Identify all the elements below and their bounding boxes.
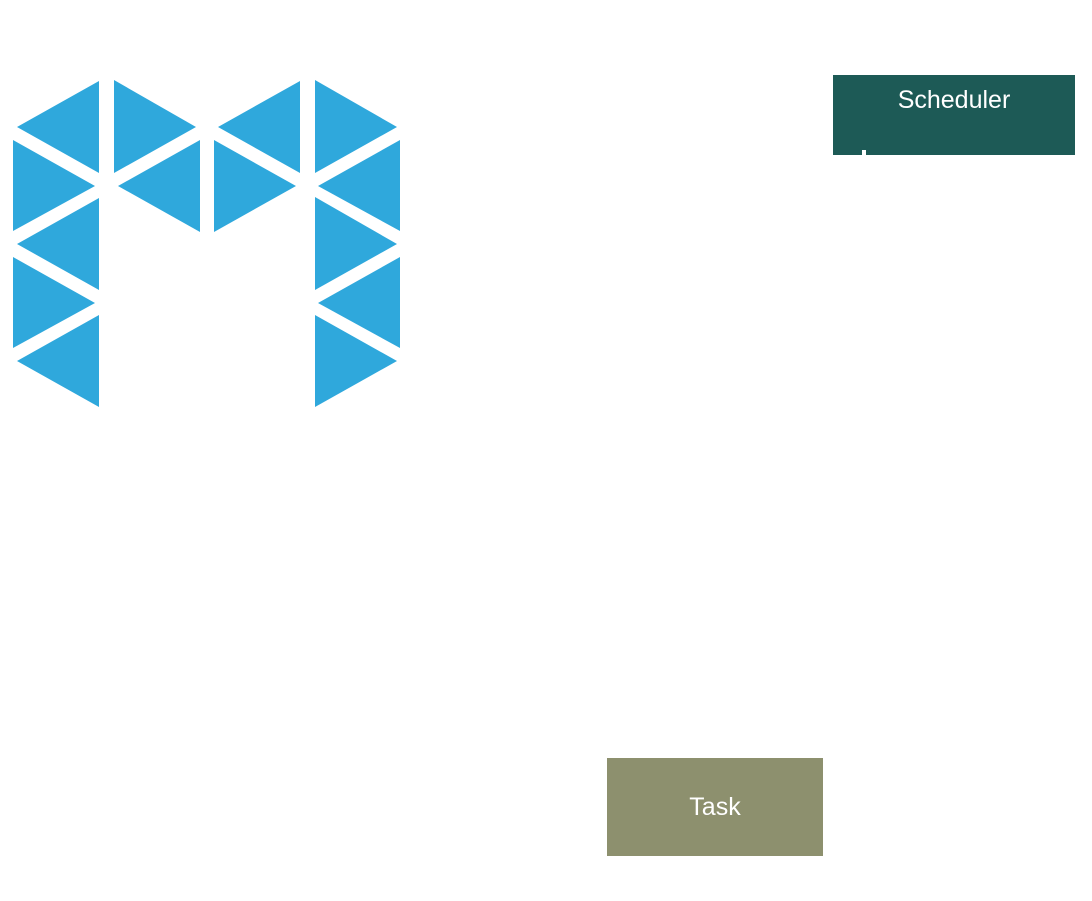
logo-triangle bbox=[315, 197, 397, 290]
logo-triangle bbox=[214, 140, 296, 232]
task-node[interactable]: Task bbox=[607, 758, 823, 856]
logo-triangle bbox=[118, 140, 200, 232]
logo-triangle bbox=[17, 315, 99, 407]
logo-triangle bbox=[318, 257, 400, 348]
triangle-m-logo bbox=[10, 76, 404, 412]
logo-triangle bbox=[17, 81, 99, 173]
logo-triangle bbox=[13, 140, 95, 231]
logo-svg bbox=[13, 80, 400, 407]
scheduler-node[interactable]: Scheduler bbox=[833, 75, 1075, 155]
logo-triangle bbox=[17, 198, 99, 290]
task-label: Task bbox=[689, 792, 741, 821]
logo-triangle bbox=[315, 315, 397, 407]
logo-triangle bbox=[318, 140, 400, 231]
logo-triangle bbox=[315, 80, 397, 173]
logo-triangle bbox=[218, 81, 300, 173]
logo-triangle bbox=[114, 80, 196, 173]
scheduler-label: Scheduler bbox=[897, 86, 1011, 114]
logo-triangle bbox=[13, 257, 95, 348]
connector-stub bbox=[862, 150, 866, 155]
